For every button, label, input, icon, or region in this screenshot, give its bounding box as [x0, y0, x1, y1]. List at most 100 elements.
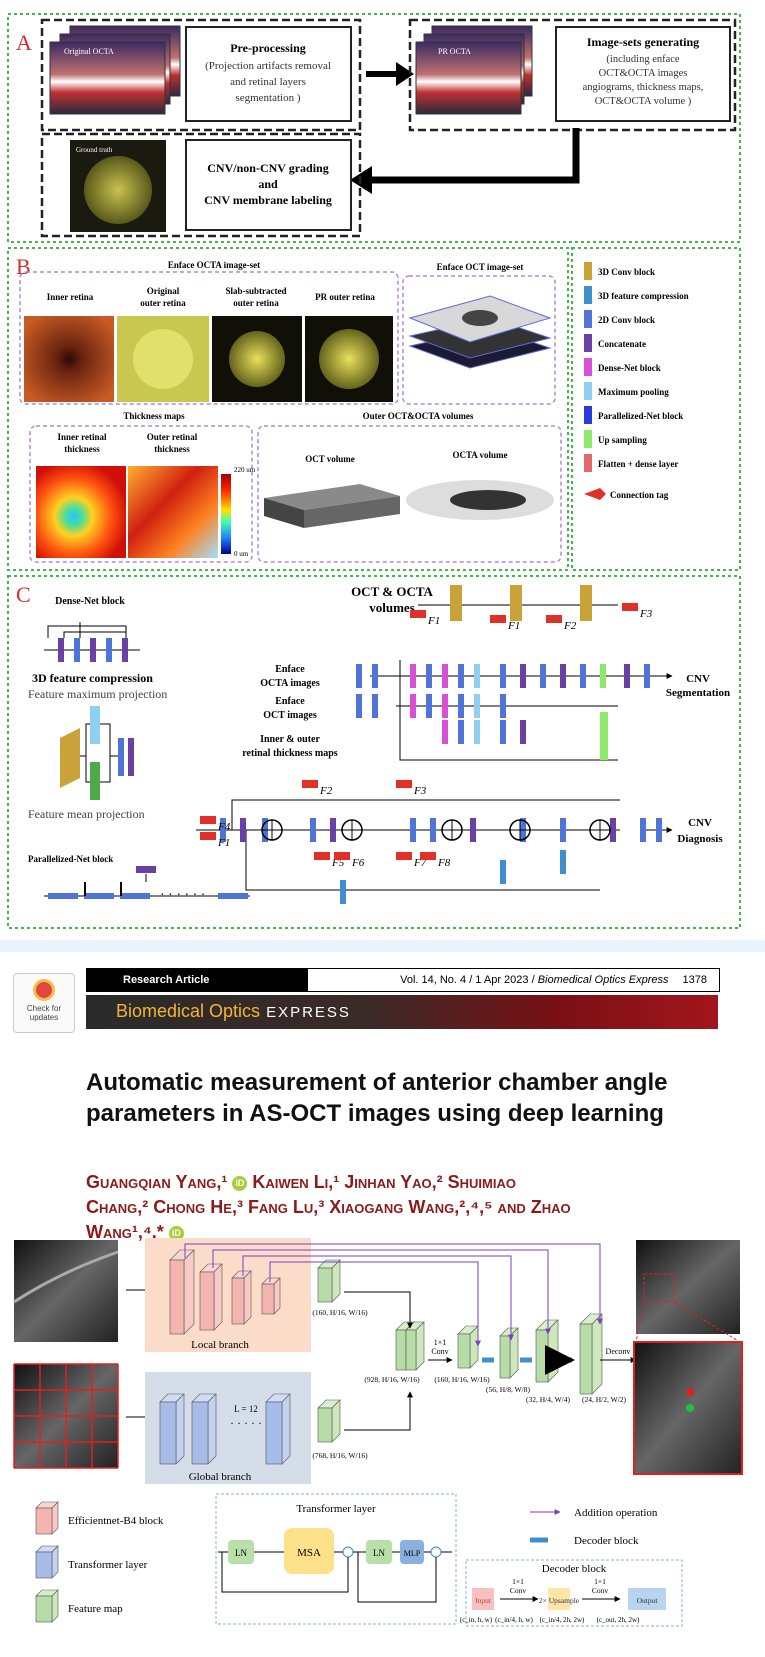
- scale-top-label: 220 um: [234, 466, 256, 474]
- seg-block-top-14: [644, 664, 650, 688]
- figure-as-oct-network: Local branch Global branch L = 12 · · · …: [13, 1238, 743, 1627]
- diag-block-10: [610, 818, 616, 842]
- enface-octa-set-title: Enface OCTA image-set: [168, 260, 260, 270]
- seg-block-top-8: [520, 664, 526, 688]
- article-title: Automatic measurement of anterior chambe…: [86, 1069, 668, 1127]
- output-image: [636, 1240, 740, 1334]
- transformer-blocks: [159, 1393, 291, 1465]
- volumes-input-label-1: OCT & OCTA: [351, 584, 433, 599]
- diag-block-1: [240, 818, 246, 842]
- check-for-updates-button[interactable]: Check for updates: [13, 973, 75, 1033]
- outer-thickness-map: [128, 466, 218, 558]
- pr-octa-label: PR OCTA: [438, 47, 471, 56]
- seg-block-top-13: [624, 664, 630, 688]
- conv3d-block-0: [450, 585, 462, 621]
- seg-block-mid-4: [442, 694, 448, 718]
- legend-label-9: Connection tag: [610, 490, 669, 500]
- enface-oct-stack: [408, 295, 552, 369]
- layers-ellipsis: · · · · ·: [230, 1416, 262, 1430]
- feature-map-5: [499, 1327, 519, 1379]
- diag-block-11: [640, 818, 646, 842]
- connection-tag-label-9: F6: [351, 857, 365, 869]
- compression-diagram: [60, 706, 134, 800]
- check-updates-line1: Check for: [26, 1004, 62, 1013]
- seg-block-mid-2: [410, 694, 416, 718]
- seg-block-mid-0: [356, 694, 362, 718]
- diag-block-0: [220, 818, 226, 842]
- conv3d-block-2: [580, 585, 592, 621]
- parallelized-dots: · · · · · ·: [160, 888, 205, 903]
- connection-tag-5: [302, 780, 318, 788]
- authors-line1-rest: Kaiwen Li,¹ Jinhan Yao,² Shuimiao: [247, 1172, 516, 1192]
- dec-box-4: [628, 1588, 666, 1610]
- thickness-group: [29, 425, 253, 563]
- efficientnet-block-1: [199, 1263, 223, 1331]
- l12-label: L = 12: [234, 1404, 258, 1414]
- feature-map-3: [405, 1321, 425, 1371]
- dec-box-0: [472, 1588, 494, 1610]
- page-number: 1378: [682, 974, 707, 986]
- connection-tag-label-4: F1: [217, 837, 230, 849]
- connection-tag-label-0: F1: [507, 620, 520, 632]
- legend-label-7: Up sampling: [598, 435, 647, 445]
- decoder-legend-label: Decoder block: [574, 1535, 639, 1547]
- inner-thickness-label-1: Inner retinal: [58, 432, 107, 442]
- enface-octa-input-1: Enface: [275, 664, 305, 675]
- original-octa-label: Original OCTA: [64, 47, 114, 56]
- feature-map-0: [317, 1259, 341, 1303]
- enface-oct-group: [402, 275, 556, 405]
- densenet-block-title: Dense-Net block: [55, 596, 125, 607]
- panel-a-border: [7, 13, 741, 243]
- thickness-colorbar: [221, 474, 231, 554]
- orcid-icon[interactable]: iD: [232, 1175, 248, 1191]
- add-node-1: [342, 1546, 354, 1558]
- legend-label-0: 3D Conv block: [598, 267, 655, 277]
- seg-block-mid-7: [500, 694, 506, 718]
- orcid-icon-2[interactable]: iD: [168, 1225, 184, 1241]
- local-branch-label: Local branch: [191, 1339, 249, 1351]
- grading-group: [40, 132, 362, 238]
- enface-octa-group: [19, 271, 399, 405]
- deconv-label: Deconv: [606, 1347, 631, 1356]
- seg-block-low-8: [520, 720, 526, 744]
- preprocessing-line1: (Projection artifacts removal: [205, 60, 331, 72]
- citation-volume: Vol. 14, No. 4 / 1 Apr 2023 /: [400, 974, 538, 986]
- legend-swatch-4: [584, 358, 592, 376]
- imagesets-line1: (including enface: [606, 54, 680, 65]
- seg-block-mid-6: [474, 694, 480, 718]
- conv3d-block-1: [510, 585, 522, 621]
- thickness-input-1: Inner & outer: [260, 734, 320, 745]
- side-block-2: [340, 880, 346, 904]
- feature-map-4: [457, 1325, 479, 1369]
- dim-label-6: (24, H/2, W/2): [582, 1395, 627, 1404]
- bookmark-icon: [33, 979, 55, 1001]
- efficientnet-block-0: [169, 1249, 195, 1335]
- conv1x1-label-1: 1×1: [434, 1338, 447, 1347]
- dim-label-5: (32, H/4, W/4): [526, 1395, 571, 1404]
- connection-tag-2: [622, 603, 638, 611]
- author-list: Guangqian Yang,¹ iD Kaiwen Li,¹ Jinhan Y…: [86, 1170, 726, 1245]
- parallelized-diagram: · · · · · ·: [44, 866, 250, 903]
- seg-block-low-7: [500, 720, 506, 744]
- col-label-pr: PR outer retina: [315, 292, 375, 302]
- panel-b-border: [7, 247, 569, 571]
- fig2-legend-label-2: Feature map: [68, 1603, 123, 1615]
- preprocessing-title: Pre-processing: [230, 41, 306, 55]
- original-octa-stack: Original OCTA: [49, 25, 181, 115]
- imagesets-line2: OCT&OCTA images: [599, 68, 688, 79]
- seg-block-low-5: [458, 720, 464, 744]
- octa-volume-label: OCTA volume: [452, 450, 507, 460]
- dec-box-label-2: 2× Upsample: [539, 1596, 580, 1605]
- ln2-box: [366, 1540, 392, 1564]
- seg-block-top-12: [600, 664, 606, 688]
- seg-block-top-5: [458, 664, 464, 688]
- diag-block-6: [430, 818, 436, 842]
- citation: Vol. 14, No. 4 / 1 Apr 2023 / Biomedical…: [308, 969, 719, 991]
- octa-volume-render: [406, 480, 554, 520]
- seg-block-top-6: [474, 664, 480, 688]
- legend-label-6: Parallelized-Net block: [598, 411, 683, 421]
- connection-tag-label-5: F2: [319, 785, 333, 797]
